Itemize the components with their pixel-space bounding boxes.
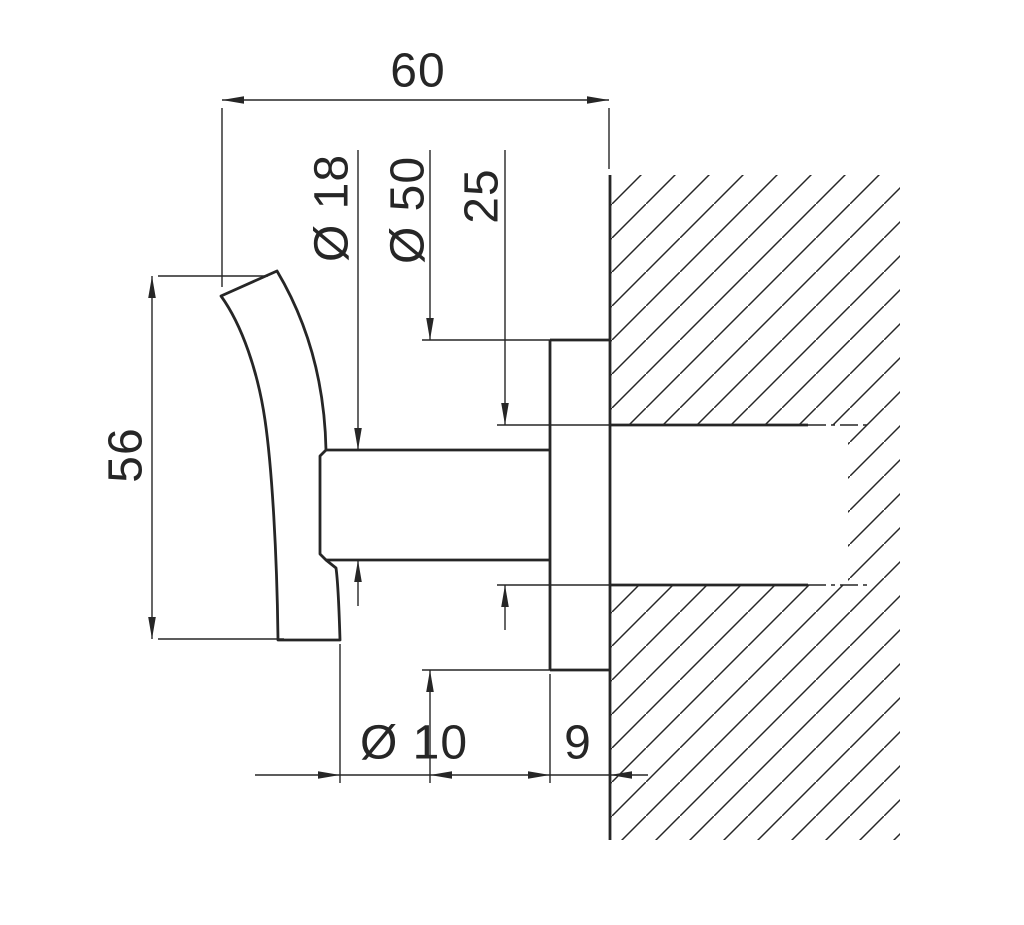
dim-label-rosette-thickness: 9 bbox=[564, 717, 592, 770]
dimension-lines bbox=[151, 99, 648, 783]
dim-label-rosette-diameter: Ø 50 bbox=[382, 156, 435, 264]
mounting-boss bbox=[610, 423, 868, 587]
dim-label-stem-diameter: Ø 18 bbox=[306, 154, 359, 262]
dim-label-tip-diameter: Ø 10 bbox=[360, 717, 468, 770]
dim-label-overall-depth: 60 bbox=[390, 45, 445, 98]
rosette-flange bbox=[548, 338, 610, 672]
dimension-arrowheads bbox=[148, 96, 632, 779]
dim-label-boss-diameter: 25 bbox=[456, 168, 509, 223]
hook-body-outline bbox=[219, 269, 342, 642]
wall-section-hatch bbox=[610, 175, 900, 840]
dim-label-hook-height: 56 bbox=[100, 427, 153, 482]
hook-stem bbox=[326, 448, 550, 562]
